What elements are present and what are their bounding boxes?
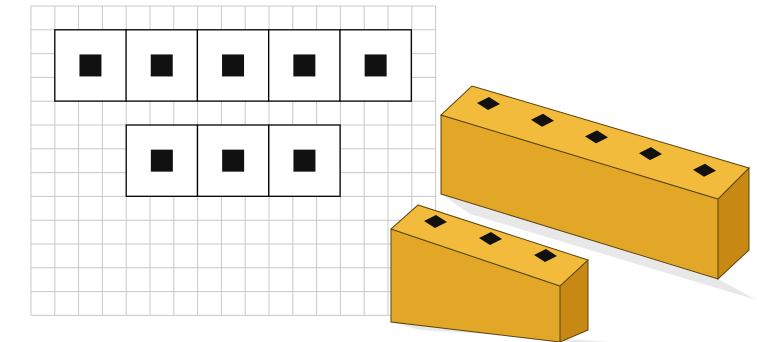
square-dot	[293, 54, 315, 76]
3d-blocks	[391, 86, 757, 342]
square-dot	[222, 150, 244, 172]
top-strip-of-squares	[55, 30, 412, 101]
square-dot	[365, 54, 387, 76]
square-dot	[151, 150, 173, 172]
square-dot	[222, 54, 244, 76]
unit-square-strips	[55, 30, 412, 197]
bottom-strip-of-squares	[126, 125, 340, 196]
square-dot	[79, 54, 101, 76]
square-dot	[293, 150, 315, 172]
square-dot	[151, 54, 173, 76]
